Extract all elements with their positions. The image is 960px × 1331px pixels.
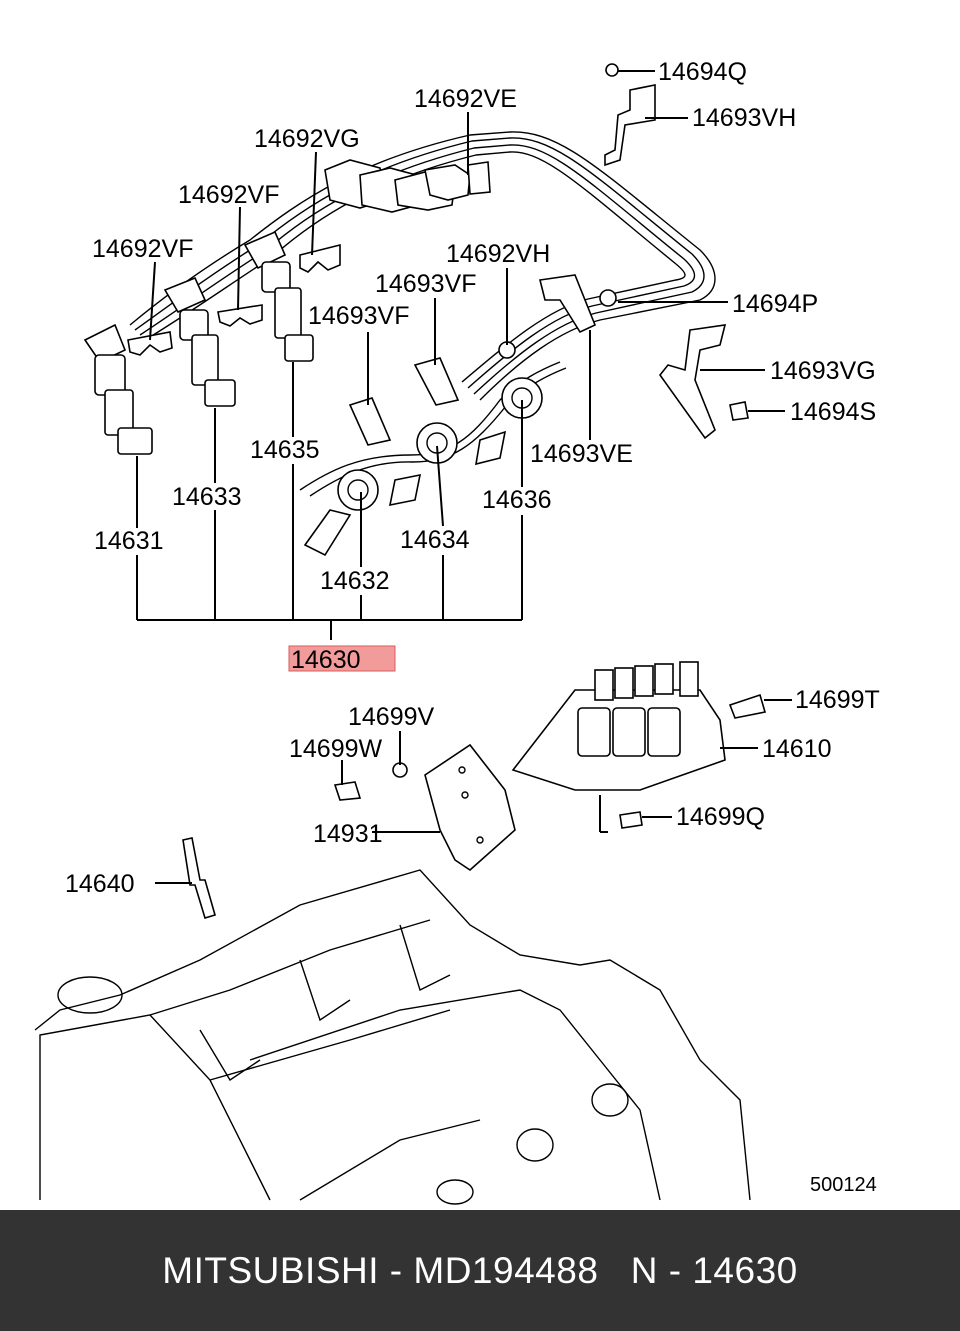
nut-14699V bbox=[392, 762, 408, 778]
label-14693VG: 14693VG bbox=[770, 357, 876, 385]
label-14635: 14635 bbox=[250, 436, 320, 464]
label-14692VE: 14692VE bbox=[414, 85, 517, 113]
label-14693VH: 14693VH bbox=[692, 104, 796, 132]
highlight-box-14630 bbox=[288, 645, 396, 672]
clamp-14693VF-a bbox=[348, 397, 392, 446]
label-14694S: 14694S bbox=[790, 398, 876, 426]
bolt-14694S bbox=[729, 401, 749, 421]
label-14693VE: 14693VE bbox=[530, 440, 633, 468]
clamp-14692VG bbox=[299, 243, 341, 273]
bracket-14693VG bbox=[658, 324, 727, 440]
cable-boot-cluster bbox=[324, 159, 471, 213]
bolt-14694P bbox=[599, 289, 617, 307]
clamp-14692VF-left bbox=[127, 331, 173, 356]
part-labels: 14694Q 14692VE 14693VH 14692VG 14692VF 1… bbox=[65, 58, 880, 1196]
bracket-14693VH bbox=[604, 84, 656, 167]
label-14699Q: 14699Q bbox=[676, 803, 765, 831]
spark-plug-14640 bbox=[182, 837, 216, 919]
label-14693VF-lower: 14693VF bbox=[308, 302, 409, 330]
power-transistor-14931 bbox=[424, 743, 516, 872]
clamp-14692VF-right bbox=[217, 304, 263, 327]
bolt-14699W bbox=[333, 781, 362, 801]
label-14931: 14931 bbox=[313, 820, 383, 848]
label-14693VF-upper: 14693VF bbox=[375, 270, 476, 298]
cable-14634 bbox=[388, 422, 458, 507]
label-14640: 14640 bbox=[65, 870, 135, 898]
ignition-coil-14610 bbox=[511, 661, 726, 791]
clamp-14692VE bbox=[467, 161, 491, 195]
bolt-14699T bbox=[728, 693, 767, 719]
label-14692VH: 14692VH bbox=[446, 240, 550, 268]
label-14699W: 14699W bbox=[289, 735, 383, 763]
cable-14632 bbox=[303, 469, 379, 557]
label-14636: 14636 bbox=[482, 486, 552, 514]
footer-bar: MITSUBISHI - MD194488 N - 14630 bbox=[0, 1210, 960, 1331]
cable-14635 bbox=[243, 230, 314, 362]
label-14692VF-upper: 14692VF bbox=[178, 181, 279, 209]
leader-lines bbox=[136, 70, 792, 884]
label-14699T: 14699T bbox=[795, 686, 880, 714]
label-14633: 14633 bbox=[172, 483, 242, 511]
footer-caption: MITSUBISHI - MD194488 N - 14630 bbox=[162, 1249, 798, 1291]
parts-diagram: 14694Q 14692VE 14693VH 14692VG 14692VF 1… bbox=[34, 58, 880, 1205]
cable-14633 bbox=[163, 276, 236, 407]
label-14634: 14634 bbox=[400, 526, 470, 554]
cable-14636 bbox=[475, 377, 543, 466]
label-14694P: 14694P bbox=[732, 290, 818, 318]
label-14692VF-lower: 14692VF bbox=[92, 235, 193, 263]
label-14631: 14631 bbox=[94, 527, 164, 555]
label-14694Q: 14694Q bbox=[658, 58, 747, 86]
engine-block bbox=[34, 869, 751, 1205]
label-14632: 14632 bbox=[320, 567, 390, 595]
bracket-14693VE bbox=[539, 274, 597, 334]
diagram-code: 500124 bbox=[810, 1174, 877, 1196]
cable-14631 bbox=[83, 323, 153, 455]
label-14692VG: 14692VG bbox=[254, 125, 360, 153]
label-14630: 14630 bbox=[291, 646, 361, 674]
label-14610: 14610 bbox=[762, 735, 832, 763]
clamp-14693VF-b bbox=[413, 357, 460, 406]
bolt-14694Q bbox=[605, 63, 619, 77]
bolt-14699Q bbox=[619, 811, 643, 829]
label-14699V: 14699V bbox=[348, 703, 435, 731]
